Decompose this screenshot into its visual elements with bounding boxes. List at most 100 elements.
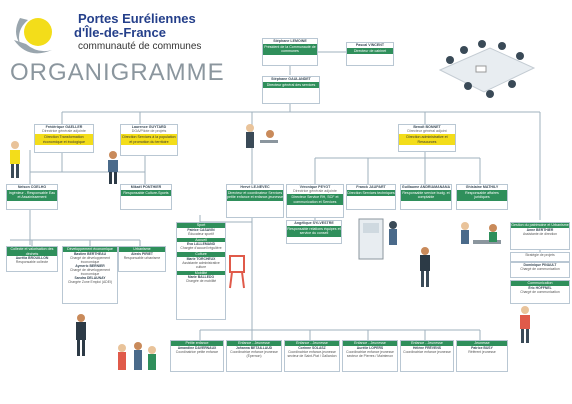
pole-midleft-role: DGA/Pilote de projets <box>131 129 167 134</box>
strategie-panel: Stratégie de projets <box>510 252 570 262</box>
bottom-card-5: Enfance - Jeunesse Hélène FRÉVENS Coordi… <box>400 340 454 372</box>
community-logo <box>14 18 52 54</box>
cabinet-name: Pascal VINCENT <box>355 43 385 47</box>
strategie-title: Stratégie de projets <box>525 253 555 257</box>
nelson-name: Nelson COELHO <box>17 185 47 189</box>
devco-person-2: Aymeric BERNIER <box>75 263 105 268</box>
devco-head: Développement économique <box>63 247 117 252</box>
mikael-name: Mikaël PONTHIER <box>130 185 162 189</box>
franck-name: Franck JAUPART <box>356 185 386 189</box>
veronique-card: Véronique PEYOT Directrice générale adjo… <box>286 184 344 218</box>
collecte-role: Responsable collecte <box>15 260 49 265</box>
bottom-name-4: Aurélie LOPERS <box>356 345 384 350</box>
devco-role-2: Chargé de développement économique <box>70 267 110 276</box>
devco-role-1: Chargé de développement économique <box>70 255 110 264</box>
collecte-person: Aurélia BROUILLON <box>15 256 49 261</box>
group-figure <box>118 342 156 370</box>
patrimoine-panel: Gestion du patrimoine et Urbanisme Anne … <box>510 222 570 250</box>
president-card: Stéphane LEMOINE Président de la Communa… <box>262 38 318 66</box>
accueil-role: Chargée d'accueil régulière <box>180 246 222 251</box>
bottom-role-2: Coordinatrice enfance jeunesse (Épernon) <box>230 349 278 358</box>
bottom-role-4: Coordinatrice enfance jeunesse secteur d… <box>346 349 394 358</box>
chair-figure <box>229 255 245 289</box>
bottom-name-6: Patrice BUSY <box>471 345 493 350</box>
mikael-role: Responsable Culture-Sports <box>121 190 171 197</box>
machine-figure <box>358 218 397 260</box>
pinault-person: Dominique PINAULT <box>523 263 557 267</box>
angelique-card: Angélique SYLVESTRE Responsable relation… <box>286 220 342 244</box>
herve-role: Directeur et coordinateur Services petit… <box>227 190 283 201</box>
dgs-name: Stéphane GAULANDET <box>271 77 311 81</box>
bottom-role-6: Référent jeunesse <box>468 349 496 354</box>
pole-left-role: Directrice générale adjointe <box>42 129 86 134</box>
pole-right-name: Benoît BONNET <box>413 125 441 129</box>
veronique-role: Directrice générale adjointe <box>293 189 337 194</box>
page-title: ORGANIGRAMME <box>10 59 225 86</box>
herve-name: Hervé LE-NEVEC <box>240 185 270 189</box>
culture-person: Marie TORCHEUX <box>186 256 216 261</box>
sport-head: Sport <box>177 223 225 228</box>
mobilite-head: Mobilité <box>177 270 225 276</box>
bottom-card-3: Enfance - Jeunesse Corinne SOLASZ Coordi… <box>284 340 340 372</box>
bottom-head-5: Enfance - Jeunesse <box>401 341 453 346</box>
bottom-role-3: Coordinatrice enfance-jeunesse secteur d… <box>287 349 337 358</box>
president-name: Stéphane LEMOINE <box>273 39 307 43</box>
bottom-head-6: Jeunesse <box>457 341 507 346</box>
pole-left-card: Frédérique GAELLER Directrice générale a… <box>34 124 94 153</box>
accueil-head: Accueil <box>177 237 225 243</box>
culture-head: Culture <box>177 252 225 257</box>
franck-card: Franck JAUPART Direction Services techni… <box>346 184 396 210</box>
standing-figure <box>520 306 530 343</box>
pole-right-role: Directeur général adjoint <box>407 129 447 134</box>
worker-figure-1 <box>10 141 20 178</box>
urbanisme-head: Urbanisme <box>119 247 165 252</box>
mikael-card: Mikaël PONTHIER Responsable Culture-Spor… <box>120 184 172 210</box>
pole-midleft-name: Laurence GUYTARD <box>131 125 167 129</box>
services-panel: Sport Patrice CASAVIN Éducateur sportif … <box>176 222 226 320</box>
collecte-panel: Collecte et valorisation des déchets Aur… <box>6 246 58 272</box>
brand-title-line1: Portes Euréliennes <box>78 11 196 26</box>
dgs-role: Directeur général des services <box>263 82 319 89</box>
angelique-name: Angélique SYLVESTRE <box>294 221 334 225</box>
mobilite-role: Chargée de mobilité <box>185 279 217 284</box>
ghislaine-name: Ghislaine MATHILY <box>465 185 499 189</box>
bottom-head-3: Enfance - Jeunesse <box>285 341 339 346</box>
office-figure <box>461 222 501 244</box>
bottom-head-2: Enfance - Jeunesse <box>227 341 281 346</box>
ghislaine-role: Responsable affaires juridiques <box>457 190 507 201</box>
sport-role: Éducateur sportif <box>188 231 214 236</box>
mobilite-person: Marie BALLEDO <box>187 275 215 280</box>
devco-role-3: Chargée Zone Emploi (ADEI) <box>67 279 113 284</box>
communication-head: Communication <box>511 281 569 286</box>
bottom-name-5: Hélène FRÉVENS <box>412 345 442 350</box>
brand-title-line2: d'Île-de-France <box>74 25 166 40</box>
president-role: Président de la Communauté de communes <box>263 44 317 55</box>
brand-subtitle: communauté de communes <box>78 41 202 52</box>
pinault-role: Chargé de communication <box>520 267 560 271</box>
nelson-role: Ingénieur - Responsable Eau et Assainiss… <box>7 190 57 201</box>
walking-figure <box>420 247 430 287</box>
bottom-card-4: Enfance - Jeunesse Aurélie LOPERS Coordi… <box>342 340 398 372</box>
patrimoine-person: Anne BERTHIER <box>526 227 554 232</box>
culture-role: Assistante administrative culture <box>182 260 220 269</box>
pinault-panel: Dominique PINAULT Chargé de communicatio… <box>510 262 570 278</box>
bottom-name-3: Corinne SOLASZ <box>298 345 326 350</box>
suit-figure <box>76 314 86 356</box>
bottom-role-1: Coordinatrice petite enfance <box>175 349 219 354</box>
communication-role: Chargé de communication <box>520 289 560 294</box>
franck-role: Direction Services techniques <box>347 190 395 197</box>
nelson-card: Nelson COELHO Ingénieur - Responsable Ea… <box>6 184 58 210</box>
guillaume-role: Responsable service budg. et comptable <box>401 190 451 201</box>
worker-figure-2 <box>108 151 118 184</box>
pole-left-name: Frédérique GAELLER <box>45 125 83 129</box>
bottom-head-4: Enfance - Jeunesse <box>343 341 397 346</box>
bottom-name-1: Amandine DAVERNAUX <box>177 345 217 350</box>
cabinet-role: Directeur de cabinet <box>347 48 393 55</box>
herve-card: Hervé LE-NEVEC Directeur et coordinateur… <box>226 184 284 218</box>
collecte-head: Collecte et valorisation des déchets <box>7 247 57 257</box>
angelique-role: Responsable relations équipes et service… <box>287 226 341 237</box>
bottom-head-1: Petite enfance <box>171 341 223 346</box>
devco-panel: Développement économique Bastien BERTHEA… <box>62 246 118 304</box>
devco-person-3: Sandra DELAUNAY <box>74 275 106 280</box>
bottom-name-2: Johanna BETAILLAUD <box>235 345 273 350</box>
